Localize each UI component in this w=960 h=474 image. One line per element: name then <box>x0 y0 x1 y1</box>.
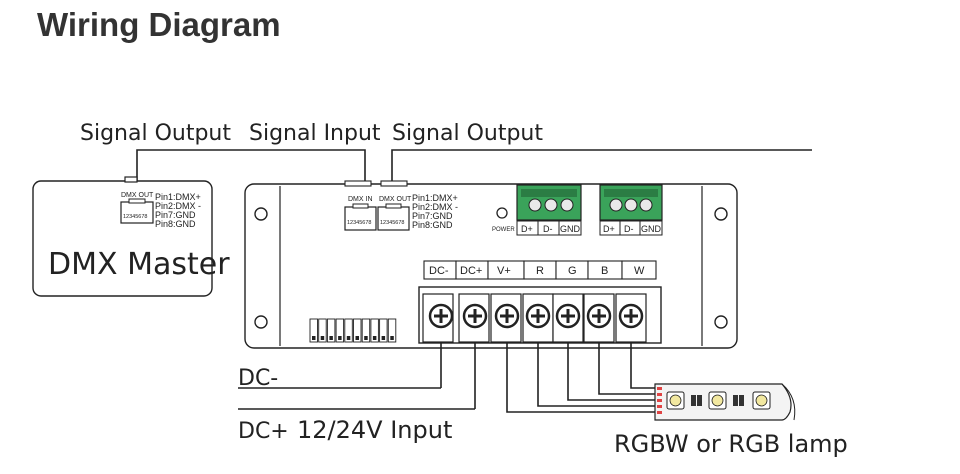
led-chip-3 <box>752 391 771 410</box>
terminal-2-dplus: D+ <box>603 224 615 234</box>
out-label-r: R <box>536 265 544 277</box>
terminal-2-dminus: D- <box>624 224 634 234</box>
power-label: POWER <box>492 227 515 233</box>
dip-switch-8 <box>370 318 379 343</box>
resistor-2 <box>733 395 744 406</box>
dip-switch-9 <box>379 318 388 343</box>
decoder-out-plug <box>380 180 408 187</box>
decoder-dmx-out-port <box>377 206 410 231</box>
mount-hole-top-right <box>714 207 728 221</box>
out-label-g: G <box>568 265 577 277</box>
dip-switch-knob-1 <box>312 336 316 340</box>
output-screw-terminal <box>418 286 662 344</box>
dip-switch-knob-5 <box>346 336 351 340</box>
signal-output-label-right: Signal Output <box>392 121 543 146</box>
dip-switch-knob-3 <box>329 336 333 340</box>
terminal-block-1-top <box>521 189 577 197</box>
dmx-decoder: DMX IN DMX OUT 12345678 12345678 Pin1:DM… <box>244 180 738 349</box>
terminal-1-dminus: D- <box>543 224 553 234</box>
dip-switch-knob-4 <box>338 336 342 340</box>
dmx-terminal-block-2: D+ D- GND <box>599 184 663 236</box>
dip-switch-10 <box>387 318 397 343</box>
led-chip-1 <box>666 391 685 410</box>
resistor-1 <box>691 395 702 406</box>
wire-b <box>598 343 659 395</box>
decoder-pin2: Pin2:DMX - <box>412 202 458 212</box>
wire-vplus <box>506 343 659 413</box>
dip-switch-knob-6 <box>355 336 359 340</box>
dmx-master-body <box>32 180 213 297</box>
signal-output-label-left: Signal Output <box>80 121 231 146</box>
decoder-dmx-in-label: DMX IN <box>348 196 373 203</box>
dip-switch-4 <box>335 318 345 343</box>
decoder-pin1: Pin1:DMX+ <box>412 193 458 203</box>
dmx-master-pin2: Pin2:DMX - <box>155 201 201 211</box>
dc-plus-label: DC+ <box>238 419 289 444</box>
led-chip-2 <box>708 391 727 410</box>
mount-hole-bottom-right <box>714 315 728 329</box>
decoder-out-digits: 12345678 <box>380 220 404 226</box>
out-label-b: B <box>601 265 608 277</box>
dip-switch-knob-10 <box>390 336 394 340</box>
led-strip <box>654 383 796 421</box>
out-label-vplus: V+ <box>497 265 511 277</box>
dip-switch-knob-2 <box>320 336 325 340</box>
output-terminal-labels: DC- DC+ V+ R G B W <box>423 260 657 280</box>
dmx-master: DMX OUT 12345678 Pin1:DMX+ Pin2:DMX - Pi… <box>32 176 230 297</box>
wire-r <box>537 343 659 407</box>
dip-switch-knob-7 <box>364 336 368 340</box>
dmx-master-pin1: Pin1:DMX+ <box>155 192 201 202</box>
dip-switch-7 <box>361 318 371 343</box>
input-voltage-label: 12/24V Input <box>297 416 452 444</box>
dip-switch-1 <box>309 318 318 343</box>
decoder-pin7: Pin7:GND <box>412 211 453 221</box>
dmx-master-name: DMX Master <box>48 247 230 282</box>
wire-g <box>567 343 659 401</box>
decoder-dmx-in-port <box>344 206 377 231</box>
led-strip-pads <box>657 387 662 414</box>
decoder-dmx-out-tab <box>385 203 402 209</box>
dmx-master-pin7: Pin7:GND <box>155 210 196 220</box>
terminal-1-dplus: D+ <box>521 224 533 234</box>
dc-minus-label: DC- <box>238 366 278 391</box>
decoder-dmx-out-label: DMX OUT <box>379 196 412 203</box>
out-label-dcplus: DC+ <box>460 265 482 277</box>
dip-switch-knob-9 <box>381 336 386 340</box>
dmx-master-port-label: DMX OUT <box>121 192 154 199</box>
led-strip-cut-edge <box>781 383 796 421</box>
dip-switch-6 <box>353 318 362 343</box>
dmx-master-pin8: Pin8:GND <box>155 219 196 229</box>
power-led <box>496 207 508 219</box>
decoder-in-digits: 12345678 <box>347 220 371 226</box>
mount-hole-bottom-left <box>254 315 268 329</box>
dmx-master-plug <box>124 176 138 183</box>
signal-wire-output <box>391 149 812 181</box>
dmx-master-connector-digits: 12345678 <box>123 214 147 220</box>
wire-w <box>630 343 659 389</box>
signal-wire-master-to-decoder <box>136 149 366 181</box>
out-label-w: W <box>634 265 645 277</box>
terminal-1-gnd: GND <box>560 224 581 234</box>
signal-input-label: Signal Input <box>249 121 381 146</box>
decoder-dmx-in-tab <box>352 203 369 209</box>
dip-switch-2 <box>318 318 327 343</box>
dip-switch-bank: 001002004008016032064128256FUN <box>309 318 397 343</box>
page-title: Wiring Diagram <box>37 6 281 43</box>
dmx-master-rj45-tab <box>128 198 146 204</box>
terminal-2-gnd: GND <box>641 224 662 234</box>
dip-switch-3 <box>326 318 336 343</box>
dip-switch-knob-8 <box>372 336 377 340</box>
terminal-block-2-top <box>604 189 658 197</box>
dip-switch-5 <box>344 318 353 343</box>
out-label-dcminus: DC- <box>429 265 449 277</box>
lamp-label: RGBW or RGB lamp <box>614 430 848 458</box>
decoder-in-plug <box>344 180 372 187</box>
mount-hole-top-left <box>254 207 268 221</box>
dmx-terminal-block-1: D+ D- GND <box>516 184 582 236</box>
decoder-pin8: Pin8:GND <box>412 220 453 230</box>
